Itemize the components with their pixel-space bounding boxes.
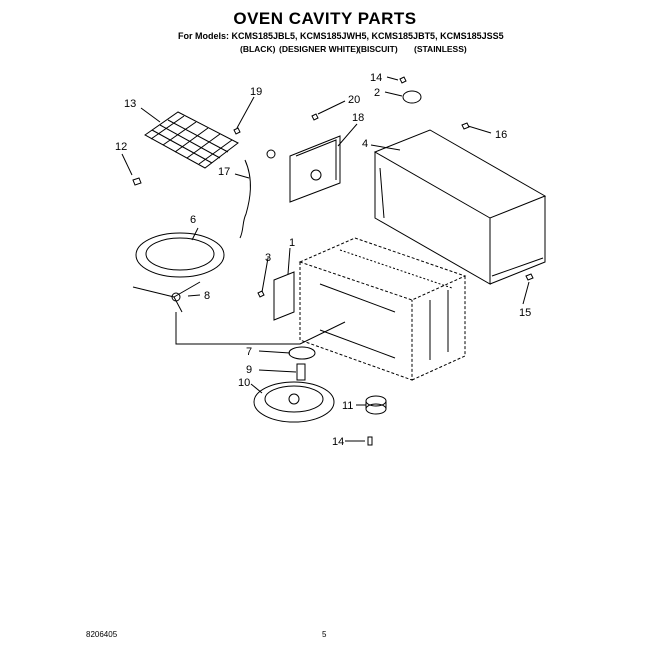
callout-13: 13 [124,98,136,110]
door-gasket-plate [273,271,295,321]
callout-18: 18 [352,112,364,124]
callout-9: 9 [246,364,252,376]
models-line: For Models: KCMS185JBL5, KCMS185JWH5, KC… [178,31,504,41]
callout-14-top: 14 [370,72,382,84]
callout-6: 6 [190,214,196,226]
callout-12: 12 [115,141,127,153]
stirrer-motor [365,395,387,415]
callout-3: 3 [265,252,271,264]
color-black: (BLACK) [240,44,276,54]
coupler [288,346,316,360]
color-biscuit: (BISCUIT) [358,44,398,54]
screw-16 [461,122,470,130]
wire-harness [239,159,251,239]
doc-number: 8206405 [86,630,118,639]
callout-11: 11 [342,400,353,412]
screw-15 [525,273,534,281]
callout-10: 10 [238,377,250,389]
thermal-cutout [402,90,422,104]
screw-20 [311,113,319,121]
callout-15: 15 [519,307,531,319]
color-designer-white: (DESIGNER WHITE) [279,44,359,54]
grease-filter-rack [144,111,239,169]
turntable-glass-tray [135,232,225,278]
callout-19: 19 [250,86,262,98]
callout-7: 7 [246,346,252,358]
callout-4: 4 [362,138,368,150]
waveguide-cover-panel [289,135,341,203]
page-number: 5 [322,630,327,639]
color-stainless: (STAINLESS) [414,44,467,54]
screw-14-top [399,76,407,84]
callout-1: 1 [289,237,295,249]
roller-support [132,281,201,313]
outer-cabinet-wrapper [373,129,547,285]
callout-2: 2 [374,87,380,99]
screw-14-bottom [367,436,373,446]
callout-14-bottom: 14 [332,436,344,448]
turntable-motor [253,381,335,423]
shaft [296,363,306,381]
callout-20: 20 [348,94,360,106]
callout-17: 17 [218,166,230,178]
screw-12 [132,177,142,186]
screw-3 [257,290,265,298]
thermal-fuse [266,149,276,159]
screw-19 [233,127,241,135]
page-title: OVEN CAVITY PARTS [233,9,417,28]
callout-16: 16 [495,129,507,141]
oven-cavity-body [298,237,467,381]
callout-8: 8 [204,290,210,302]
